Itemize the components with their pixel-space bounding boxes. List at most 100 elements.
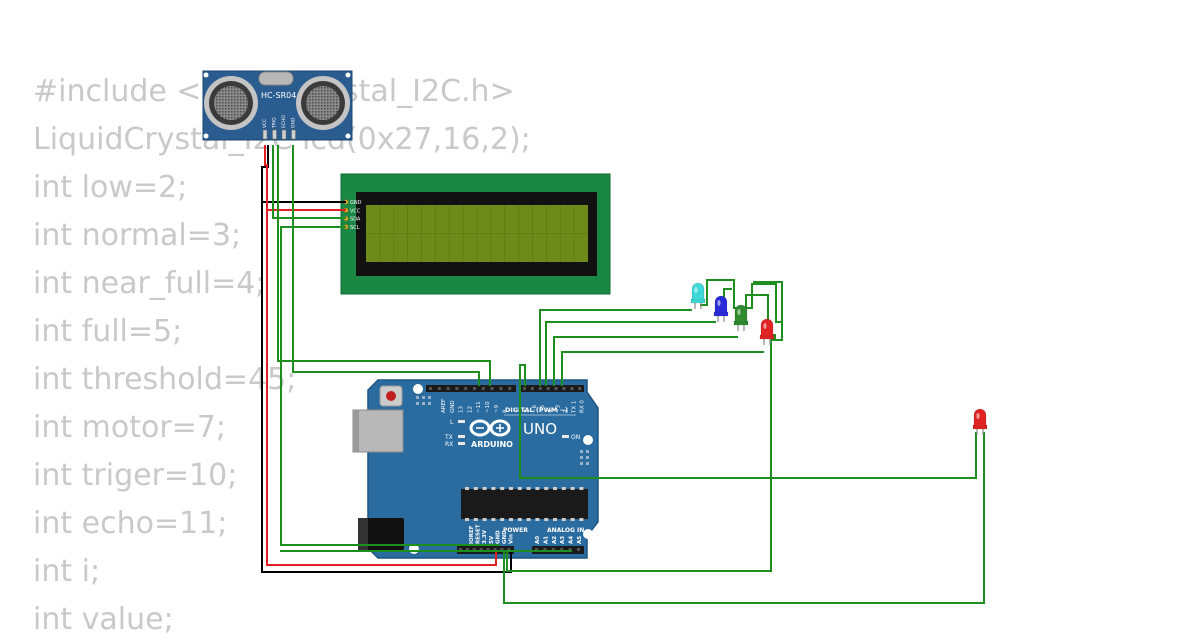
chip-pin: [535, 518, 540, 521]
code-line: int threshold=45;: [33, 362, 297, 397]
chip-pin: [500, 518, 505, 521]
chip-pin: [535, 487, 540, 490]
header-pin[interactable]: [562, 387, 566, 390]
arduino-logo-icon: [469, 419, 511, 437]
sensor-pin[interactable]: [272, 129, 277, 140]
header-pin[interactable]: [500, 548, 504, 551]
digital-header-left: [426, 385, 516, 392]
blue-led[interactable]: [713, 295, 729, 322]
power-pin-label: RESET: [476, 524, 482, 544]
lcd-pin-label: SCL: [350, 225, 360, 231]
wire-sensor-gnd[interactable]: [261, 145, 512, 573]
lcd-pin-label: SDA: [350, 217, 361, 223]
chip-pin: [553, 518, 557, 521]
wire-motor-signal[interactable]: [519, 364, 977, 479]
header-pin[interactable]: [535, 548, 538, 551]
wire-trig-arduino[interactable]: [292, 145, 480, 386]
chip-pin: [491, 487, 496, 490]
header-pin[interactable]: [473, 387, 476, 390]
header-pin[interactable]: [490, 387, 494, 390]
header-pin[interactable]: [455, 387, 459, 390]
power-pin-label: GND: [502, 530, 508, 544]
header-pin[interactable]: [546, 387, 550, 390]
header-pin[interactable]: [479, 548, 483, 551]
digital-pin-label: ~5: [540, 404, 546, 413]
sensor-pin[interactable]: [281, 129, 287, 140]
header-pin[interactable]: [465, 548, 469, 551]
cyan-led[interactable]: [690, 282, 706, 309]
code-line: int full=5;: [33, 314, 183, 349]
header-pin[interactable]: [486, 548, 490, 551]
wire-green-led[interactable]: [553, 336, 738, 386]
digital-pin-label: GND: [450, 400, 456, 413]
header-pin[interactable]: [507, 548, 511, 551]
header-pin[interactable]: [530, 387, 534, 390]
sensor-pin[interactable]: [291, 129, 296, 140]
red-led[interactable]: [759, 318, 775, 345]
chip-pin: [526, 518, 531, 521]
header-pin[interactable]: [464, 387, 468, 390]
analog-in-label: ANALOG IN: [547, 527, 584, 534]
header-pin[interactable]: [437, 387, 441, 390]
wire-blue-led[interactable]: [545, 321, 716, 386]
chip-pin: [517, 518, 522, 521]
chip-pin: [526, 487, 531, 490]
analog-pin-label: A2: [552, 536, 558, 544]
sensor-pin-label: ECHO: [281, 115, 287, 128]
wire-led-common[interactable]: [700, 279, 783, 341]
code-background: #include <LiquidCrystal_I2C.h>LiquidCrys…: [33, 68, 531, 644]
header-pin[interactable]: [568, 548, 572, 551]
header-pin[interactable]: [499, 387, 503, 390]
wire-sensor-trig[interactable]: [272, 145, 346, 219]
wire-lcd-scl[interactable]: [280, 226, 500, 546]
arduino-model-label: UNO: [523, 420, 557, 438]
header-pin[interactable]: [538, 387, 542, 390]
header-pin[interactable]: [459, 548, 462, 551]
analog-pin-label: A1: [543, 536, 549, 544]
wire-cyan-led[interactable]: [539, 309, 692, 386]
header-pin[interactable]: [551, 548, 555, 551]
chip-pin: [561, 487, 566, 490]
led-tx-label: TX: [444, 434, 453, 441]
sensor-label: HC-SR04: [261, 91, 296, 100]
analog-pin-label: A5: [577, 536, 583, 544]
sensor-pin[interactable]: [262, 129, 268, 140]
digital-pin-label: 4: [548, 409, 554, 413]
header-pin[interactable]: [578, 387, 582, 390]
header-pin[interactable]: [493, 548, 497, 551]
chip-pin: [465, 518, 469, 521]
header-pin[interactable]: [429, 387, 432, 390]
arduino-brand-label: ARDUINO: [471, 440, 513, 449]
header-pin[interactable]: [577, 548, 580, 551]
wire-motor-ground[interactable]: [503, 432, 985, 604]
motor-led[interactable]: [972, 408, 988, 435]
wire-sensor-echo[interactable]: [277, 145, 491, 386]
header-pin[interactable]: [560, 548, 564, 551]
chip-pin: [473, 487, 478, 490]
header-pin[interactable]: [554, 387, 558, 390]
chip-pin: [579, 518, 584, 521]
digital-pin-label: 8: [503, 409, 509, 413]
chip-pin: [500, 487, 505, 490]
analog-pin-label: A3: [560, 536, 566, 544]
digital-pwm-label: DIGITAL (PWM ~): [505, 406, 568, 414]
green-led[interactable]: [733, 304, 749, 331]
atmega-chip: [461, 489, 588, 519]
digital-pin-label: 12: [467, 406, 473, 413]
header-pin[interactable]: [446, 387, 450, 390]
header-pin[interactable]: [508, 387, 512, 390]
header-pin[interactable]: [481, 387, 485, 390]
header-pin[interactable]: [570, 387, 574, 390]
wire-led-ground[interactable]: [506, 336, 772, 572]
header-pin[interactable]: [472, 548, 476, 551]
chip-pin: [517, 487, 522, 490]
wire-red-led[interactable]: [561, 351, 764, 386]
wire-sensor-vcc[interactable]: [264, 145, 497, 566]
digital-pin-label: 7: [524, 409, 530, 413]
header-pin[interactable]: [543, 548, 547, 551]
digital-pin-label: RX 0: [579, 400, 585, 413]
header-pin[interactable]: [523, 387, 526, 390]
